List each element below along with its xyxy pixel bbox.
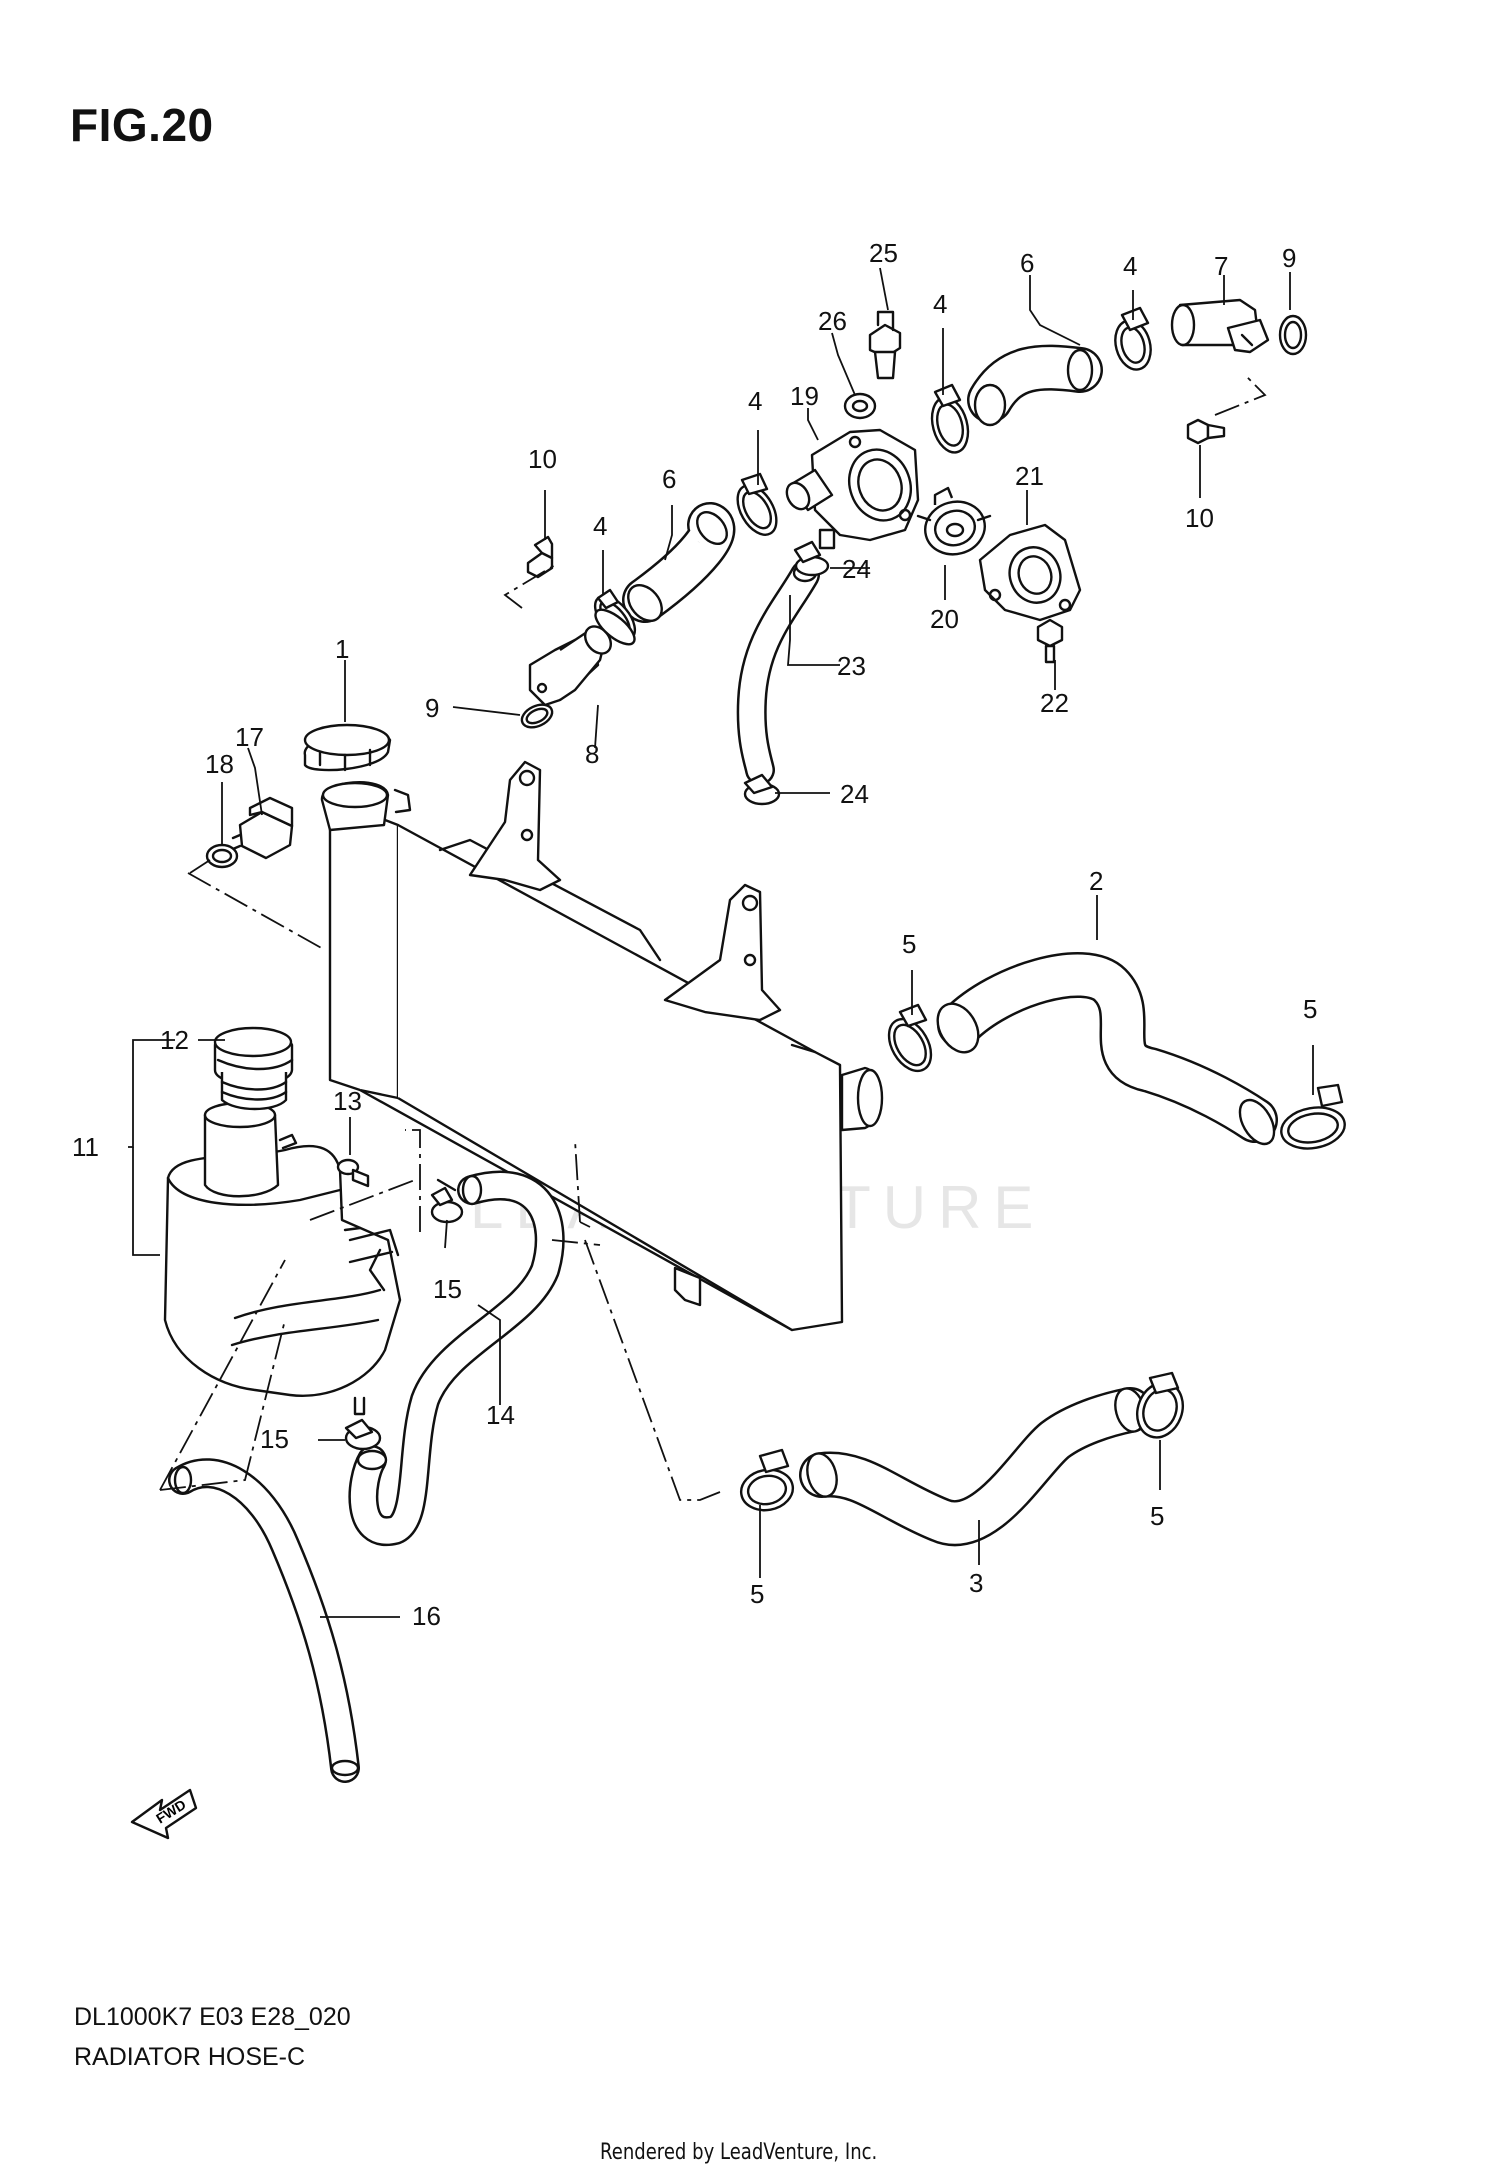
o-ring-18[interactable] (205, 843, 239, 869)
callout-15-b: 15 (260, 1424, 289, 1454)
clamp-24-upper[interactable] (793, 540, 830, 577)
callout-14: 14 (486, 1400, 515, 1430)
clamp-4-lower-left[interactable] (590, 604, 640, 650)
callout-4-a: 4 (593, 511, 607, 541)
overflow-hose-16[interactable] (168, 1458, 360, 1783)
callout-24-a: 24 (842, 554, 871, 584)
callout-7: 7 (1214, 251, 1228, 281)
hose-6-left[interactable] (621, 502, 736, 627)
clamp-4-right-a[interactable] (926, 383, 973, 456)
clamp-5-b[interactable] (1278, 1083, 1348, 1153)
callout-24-b: 24 (840, 779, 869, 809)
rendered-by-credit: Rendered by LeadVenture, Inc. (600, 2140, 878, 2165)
clamp-5-d[interactable] (1130, 1371, 1190, 1444)
callout-17: 17 (235, 722, 264, 752)
callout-22: 22 (1040, 688, 1069, 718)
fitting-8[interactable] (528, 621, 616, 707)
callout-13: 13 (333, 1086, 362, 1116)
o-ring-9-right[interactable] (1278, 314, 1308, 356)
radiator-cap[interactable] (303, 723, 392, 772)
thermostat-housing-19[interactable] (782, 428, 920, 550)
diagram-code: DL1000K7 E03 E28_020 (74, 2003, 351, 2031)
callout-6-a: 6 (662, 464, 676, 494)
callout-5-a: 5 (902, 929, 916, 959)
bolt-10-right[interactable] (1186, 418, 1226, 445)
fitting-7[interactable] (1170, 298, 1270, 354)
callout-5-d: 5 (1150, 1501, 1164, 1531)
callout-10-b: 10 (1185, 503, 1214, 533)
clamp-4-housing[interactable] (730, 472, 785, 541)
clamp-24-lower[interactable] (743, 773, 781, 806)
clamp-15-lower[interactable] (344, 1418, 382, 1451)
hose-6-right[interactable] (967, 344, 1103, 427)
reservoir-cap[interactable] (213, 1026, 294, 1111)
callout-6-b: 6 (1020, 248, 1034, 278)
callout-5-c: 5 (750, 1579, 764, 1609)
clamp-5-c[interactable] (738, 1448, 796, 1514)
callout-15-a: 15 (433, 1274, 462, 1304)
clamp-15-upper[interactable] (430, 1178, 464, 1224)
callout-4-b: 4 (748, 386, 762, 416)
callout-9-a: 9 (425, 693, 439, 723)
bypass-hose-23[interactable] (736, 560, 820, 785)
fwd-arrow-icon: FWD (130, 1788, 198, 1840)
callout-26: 26 (818, 306, 847, 336)
clamp-5-a[interactable] (880, 1003, 939, 1078)
callout-1: 1 (335, 634, 349, 664)
o-ring-9-left[interactable] (518, 700, 555, 732)
callout-4-d: 4 (1123, 251, 1137, 281)
thermostat-cover-21[interactable] (978, 523, 1082, 622)
callouts: 1 2 3 4 4 4 4 5 5 5 5 6 6 7 8 9 9 10 10 … (72, 238, 1317, 1631)
callout-3: 3 (969, 1568, 983, 1598)
thermostat-20[interactable] (916, 486, 992, 561)
callout-23: 23 (837, 651, 866, 681)
hose-14[interactable] (348, 1170, 565, 1546)
reservoir-tank[interactable] (163, 1101, 402, 1416)
callout-8: 8 (585, 739, 599, 769)
bolt-13[interactable] (336, 1158, 370, 1188)
callout-5-b: 5 (1303, 994, 1317, 1024)
assembly-lines (159, 374, 1267, 1501)
gasket-26[interactable] (843, 392, 877, 420)
callout-19: 19 (790, 381, 819, 411)
callout-21: 21 (1015, 461, 1044, 491)
callout-16: 16 (412, 1601, 441, 1631)
callout-25: 25 (869, 238, 898, 268)
callout-9-b: 9 (1282, 243, 1296, 273)
radiator[interactable] (320, 760, 884, 1332)
figure-title: FIG.20 (70, 99, 214, 151)
bolt-22[interactable] (1036, 618, 1064, 664)
radiator-hose-3[interactable] (799, 1385, 1153, 1546)
callout-10-a: 10 (528, 444, 557, 474)
callout-12: 12 (160, 1025, 189, 1055)
fan-thermo-switch[interactable] (231, 796, 294, 860)
callout-18: 18 (205, 749, 234, 779)
clamp-4-right-b[interactable] (1110, 306, 1156, 374)
leader-lines (128, 267, 1314, 1618)
callout-20: 20 (930, 604, 959, 634)
radiator-hose-2[interactable] (929, 952, 1281, 1150)
callout-11: 11 (72, 1132, 99, 1162)
callout-2: 2 (1089, 866, 1103, 896)
bolt-10-left[interactable] (526, 535, 554, 579)
water-temp-sensor-25[interactable] (868, 310, 902, 380)
callout-4-c: 4 (933, 289, 947, 319)
diagram-name: RADIATOR HOSE-C (74, 2043, 306, 2071)
